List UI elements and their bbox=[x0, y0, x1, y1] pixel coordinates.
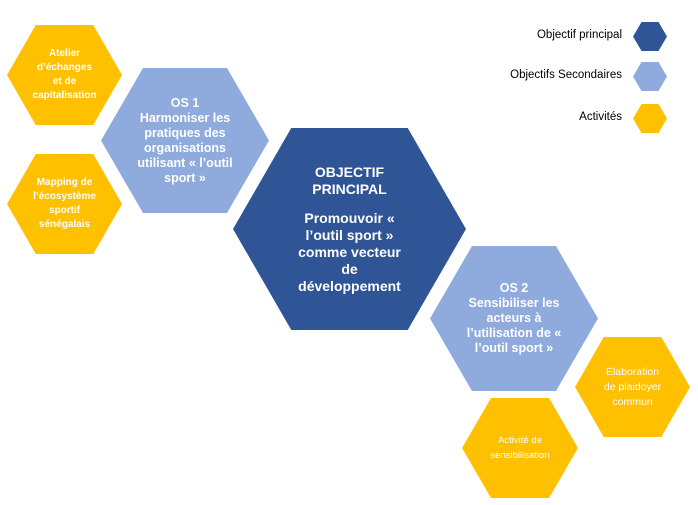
main-objective-title: OBJECTIF PRINCIPAL bbox=[312, 163, 387, 197]
activity-label: Atelier d’échanges et de capitalisation bbox=[32, 48, 97, 101]
os2-text: Sensibiliser les acteurs à l’utilisation… bbox=[466, 296, 562, 355]
legend-swatch-hexagon bbox=[633, 104, 667, 133]
legend-item-secondaires: Objectifs Secondaires bbox=[0, 62, 698, 92]
os1-title: OS 1 bbox=[170, 95, 200, 110]
activity-elaboration-hexagon: Élaboration de plaidoyer commun bbox=[575, 337, 690, 437]
legend-item-activites: Activités bbox=[0, 104, 698, 134]
legend-label: Objectif principal bbox=[536, 29, 622, 41]
legend-swatch-hexagon bbox=[633, 22, 667, 51]
os2-hexagon: OS 2 Sensibiliser les acteurs à l’utilis… bbox=[430, 246, 598, 391]
legend-swatch-hexagon bbox=[633, 62, 667, 91]
main-objective-hexagon: OBJECTIF PRINCIPAL Promouvoir « l’outil … bbox=[233, 128, 466, 330]
activity-sensibilisation-hexagon: Activité de sensibilisation bbox=[462, 398, 578, 498]
activity-label: Élaboration de plaidoyer commun bbox=[603, 365, 662, 408]
activity-label: Mapping de l’écosystème sportif sénégala… bbox=[33, 177, 96, 230]
legend-item-principal: Objectif principal bbox=[0, 22, 698, 52]
main-objective-text: Promouvoir « l’outil sport » comme vecte… bbox=[298, 209, 401, 294]
os1-text: Harmoniser les pratiques des organisatio… bbox=[137, 110, 233, 185]
activity-mapping-hexagon: Mapping de l’écosystème sportif sénégala… bbox=[7, 154, 122, 254]
os2-title: OS 2 bbox=[499, 281, 529, 295]
legend-label: Objectifs Secondaires bbox=[510, 69, 622, 81]
activity-label: Activité de sensibilisation bbox=[490, 435, 550, 461]
legend-label: Activités bbox=[579, 111, 622, 123]
